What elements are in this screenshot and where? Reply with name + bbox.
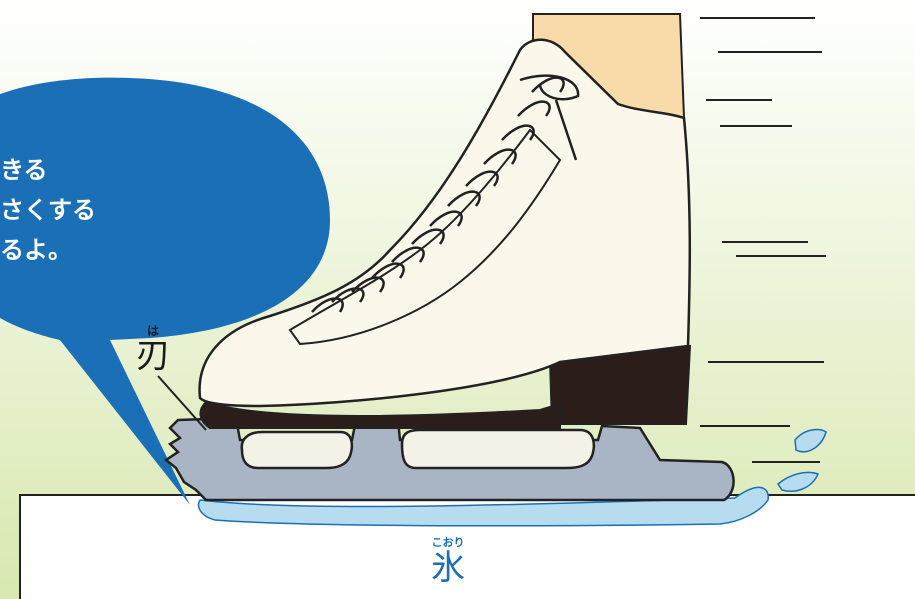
bubble-line-2: さくする [0, 190, 330, 230]
blade-cutout-rear [402, 430, 594, 468]
blade-label-text: 刃 [128, 338, 178, 374]
bubble-line-3: るよ。 [0, 230, 330, 270]
bubble-line-1: きる [0, 150, 330, 190]
blade-label: は 刃 [128, 324, 178, 374]
bubble-text: きる さくする るよ。 [0, 150, 330, 270]
ice-label: こおり 氷 [420, 536, 476, 587]
ice-label-text: 氷 [420, 549, 476, 587]
blade-cutout-front [242, 432, 352, 468]
